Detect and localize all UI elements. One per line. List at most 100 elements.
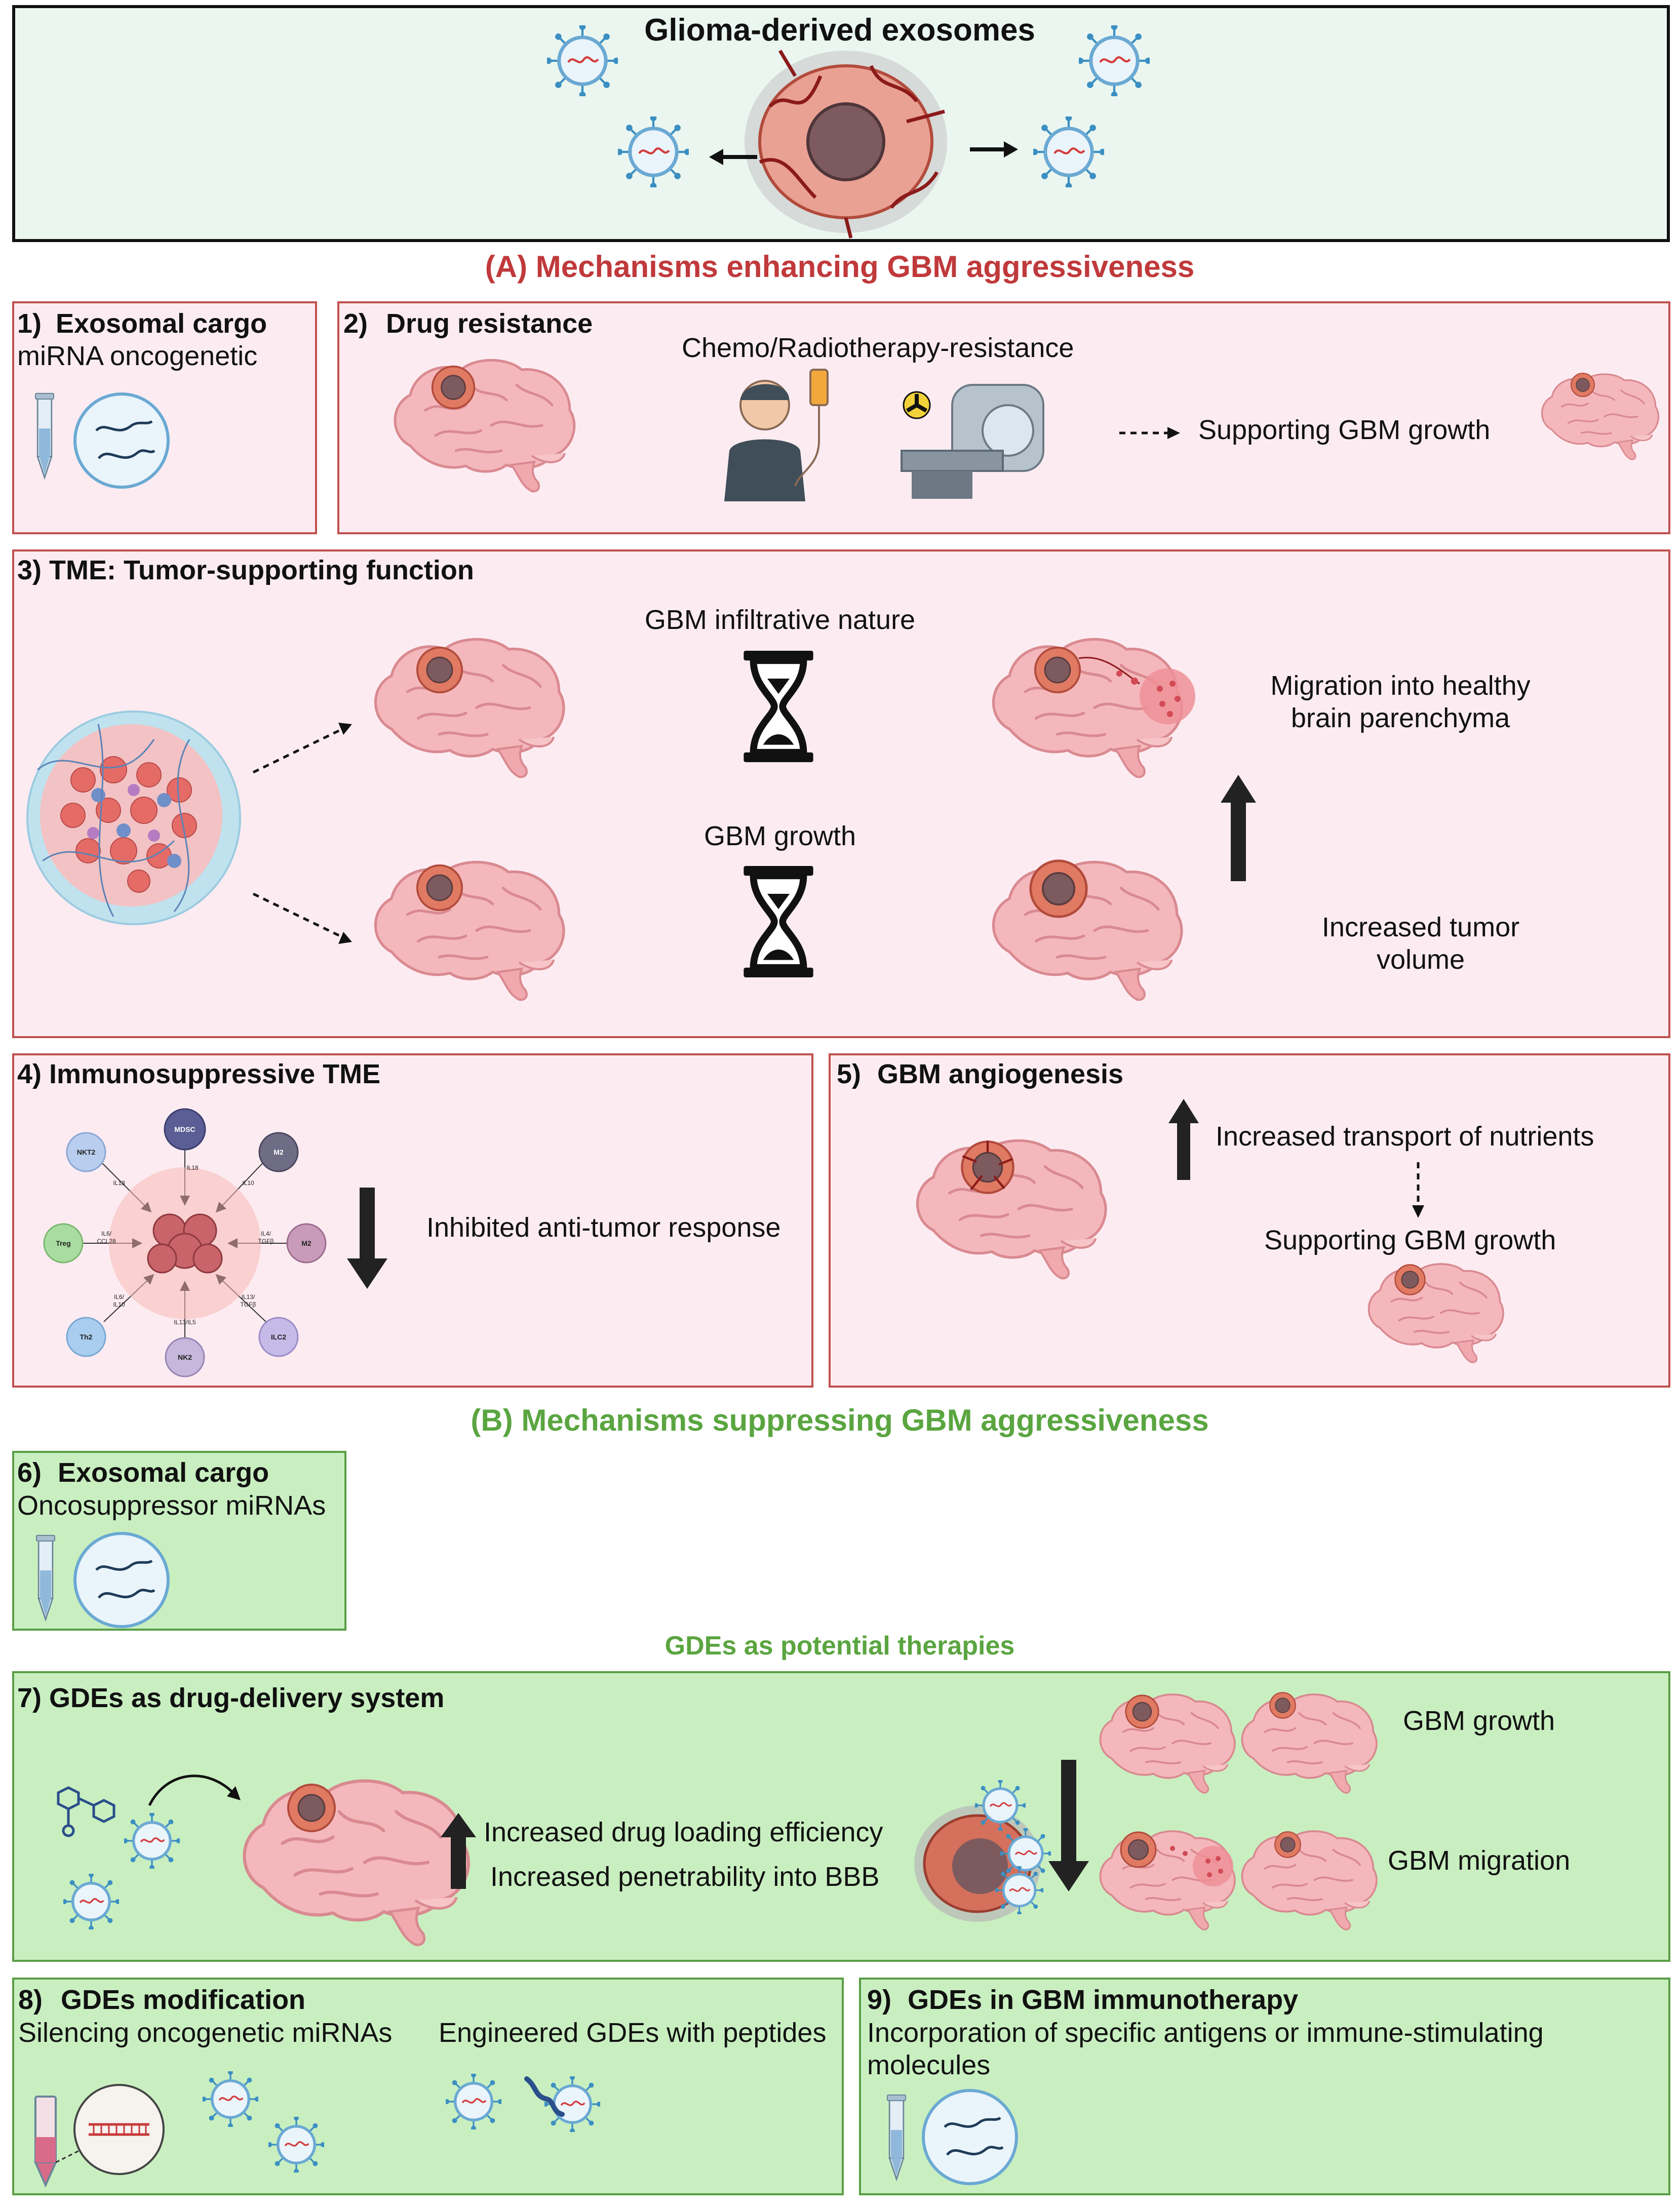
label-infiltrative: GBM infiltrative nature [644,605,916,635]
label-growth: GBM growth [704,821,856,851]
volume-text-line2: volume [1376,944,1465,975]
dashed-arrow-icon [252,892,352,944]
panel-number: 8) [18,1985,43,2015]
exosome-icon [1079,25,1150,96]
mirna-lens-icon [71,1529,172,1631]
dashed-arrow-icon [1119,427,1180,439]
tumor-icon [416,864,463,912]
cytokine-label: CCL28 [97,1238,116,1245]
cell-label: NKT2 [77,1148,96,1156]
panel-title: Exosomal cargo [56,308,267,339]
panel-number: 9) [867,1985,892,2015]
panel-number: 5) [837,1059,862,1089]
test-tube-icon [871,2091,922,2183]
cell-label: Th2 [80,1333,93,1341]
exosome-icon [268,2117,324,2173]
panel-text-2: Engineered GDEs with peptides [439,2018,827,2048]
therapies-title: GDEs as potential therapies [665,1631,1015,1661]
patient-chemotherapy-image [724,369,829,501]
brain-with-tumor-image [1099,1693,1236,1794]
panel-title: GDEs in GBM immunotherapy [908,1985,1299,2015]
panel-text: Inhibited anti-tumor response [426,1212,781,1243]
cell-label: M2 [274,1148,284,1156]
panel-exosomal-cargo-oncogenetic [12,301,317,534]
test-tube-icon [20,1532,71,1623]
drug-molecules-icon [57,1786,115,1837]
brain-with-tumor-image [1241,1693,1378,1794]
panel-text-1: Increased drug loading efficiency [484,1817,883,1847]
hourglass-icon [740,866,816,977]
brain-with-tumor-image [1241,1830,1378,1931]
tumor-icon [416,646,463,694]
exosome-icon [446,2074,501,2129]
cytokine-label: IL4/ [261,1230,271,1237]
cytokine-label: IL18 [186,1164,199,1171]
dashed-arrow-down-icon [1412,1162,1424,1218]
exosome-icon [63,1874,119,1929]
tumor-icon [1394,1264,1426,1295]
panel-text: Oncosuppressor miRNAs [17,1490,326,1521]
cell-label: MDSC [174,1125,195,1133]
infiltration-cells-image [1170,1846,1233,1886]
arrow-down-icon [347,1188,387,1289]
cytokine-label: IL6/ [101,1230,112,1237]
arrow-left-icon [709,149,757,165]
panel-title: Drug resistance [386,308,593,339]
brain-with-tumor-image [380,349,582,501]
cytokine-label: IL10 [242,1179,254,1187]
tumor-icon [1028,858,1089,919]
migration-text-line2: brain parenchyma [1291,703,1510,733]
exosome-icon [547,25,618,96]
panel-text-1: Increased transport of nutrients [1216,1121,1594,1152]
vascularized-tumor-icon [960,1139,1015,1195]
panel-exosomal-cargo-oncosuppressor [12,1451,346,1631]
cell-label: NK2 [178,1353,192,1361]
panel-text-line2: molecules [867,2050,991,2080]
mirna-lens-icon [71,390,172,491]
exosome-icon [995,1866,1043,1914]
result-text: Supporting GBM growth [1198,415,1491,445]
section-b-title: (B) Mechanisms suppressing GBM aggressiv… [471,1403,1209,1437]
panel-text-2: Supporting GBM growth [1264,1225,1556,1255]
silencing-tube-image [33,2084,165,2188]
exosome-icon [203,2071,258,2127]
tumor-icon [431,365,476,410]
panel-tme-tumor-supporting [12,549,1670,1038]
exosome-icon [1033,116,1104,187]
cell-label: Treg [56,1239,71,1247]
cytokine-label: TGFβ [241,1301,256,1308]
arrow-up-icon [441,1813,476,1889]
panel-subtitle: Chemo/Radiotherapy-resistance [682,333,1074,363]
infiltration-cells-image [1078,657,1195,724]
arrow-up-icon [1221,775,1256,881]
radiotherapy-machine-image [901,384,1044,499]
volume-text-line1: Increased tumor [1321,912,1520,942]
exosome-icon [124,1813,180,1869]
curved-arrow-icon [148,1774,241,1806]
migration-label: GBM migration [1388,1845,1571,1876]
panel-number: 1) [17,308,42,339]
brain-with-tumor-image [1541,373,1660,460]
growth-label: GBM growth [1403,1706,1555,1736]
tumor-microenvironment-image [26,711,241,925]
exosome-icon [975,1780,1026,1831]
panel-text: miRNA oncogenetic [17,341,258,371]
section-a-title: (A) Mechanisms enhancing GBM aggressiven… [485,250,1195,284]
panel-number: 2) [343,308,368,339]
glioma-tumor-image [745,50,947,239]
cytokine-label: IL13/ [242,1293,255,1300]
panel-text-1: Silencing oncogenetic miRNAs [18,2018,393,2048]
tumor-icon [287,1784,336,1832]
header-title: Glioma-derived exosomes [644,13,1035,48]
cell-label: M2 [301,1239,311,1247]
panel-title: 3) TME: Tumor-supporting function [17,555,474,585]
cytokine-label: IL13/IL5 [174,1319,196,1326]
tumor-icon [1120,1831,1157,1868]
panel-text-line1: Incorporation of specific antigens or im… [867,2018,1544,2048]
hourglass-icon [740,651,816,762]
tumor-icon [1274,1831,1301,1858]
cytokine-label: TGFβ [258,1238,274,1245]
tumor-icon [1571,373,1595,397]
migration-text-line1: Migration into healthy [1270,670,1531,701]
cytokine-label: IL6/ [114,1293,125,1300]
